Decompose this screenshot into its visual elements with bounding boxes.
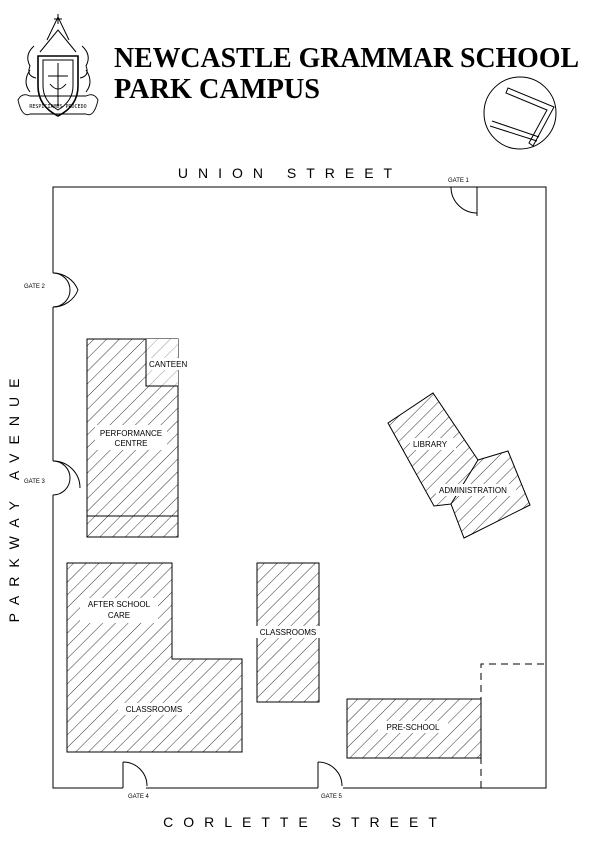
title-line-1: NEWCASTLE GRAMMAR SCHOOL <box>114 42 579 74</box>
label-administration: ADMINISTRATION <box>439 486 507 495</box>
label-classrooms-middle: CLASSROOMS <box>260 628 316 637</box>
label-library: LIBRARY <box>413 440 448 449</box>
school-crest-icon <box>17 14 99 117</box>
gate-5-label: GATE 5 <box>321 794 343 800</box>
gate-1-marker <box>450 186 478 214</box>
label-after-school-care-line1: AFTER SCHOOL <box>88 600 151 609</box>
north-arrow-icon <box>483 76 557 150</box>
building-after-school-care <box>66 562 243 753</box>
street-label-north: UNION STREET <box>178 165 402 181</box>
gate-3-marker <box>52 460 81 496</box>
gate-2-marker <box>52 272 79 308</box>
label-performance-centre-line2: CENTRE <box>115 439 148 448</box>
street-label-south: CORLETTE STREET <box>163 814 447 830</box>
building-library-administration <box>387 392 531 539</box>
title-line-2: PARK CAMPUS <box>114 73 320 105</box>
street-label-west: PARKWAY AVENUE <box>6 370 22 623</box>
gate-1-label: GATE 1 <box>448 178 470 184</box>
gate-4-label: GATE 4 <box>128 794 150 800</box>
label-performance-centre-line1: PERFORMANCE <box>100 429 162 438</box>
gate-4-marker <box>122 761 148 788</box>
label-pre-school: PRE-SCHOOL <box>387 723 440 732</box>
gate-2-label: GATE 2 <box>24 284 46 290</box>
crest-motto: RESPICIAMUS PROCEDO <box>29 104 86 110</box>
label-canteen: CANTEEN <box>149 360 187 369</box>
gate-3-label: GATE 3 <box>24 479 46 485</box>
gate-5-marker <box>317 761 343 788</box>
label-classrooms-lower: CLASSROOMS <box>126 705 182 714</box>
building-canteen <box>145 339 193 387</box>
label-after-school-care-line2: CARE <box>108 611 130 620</box>
campus-boundary <box>52 186 547 789</box>
